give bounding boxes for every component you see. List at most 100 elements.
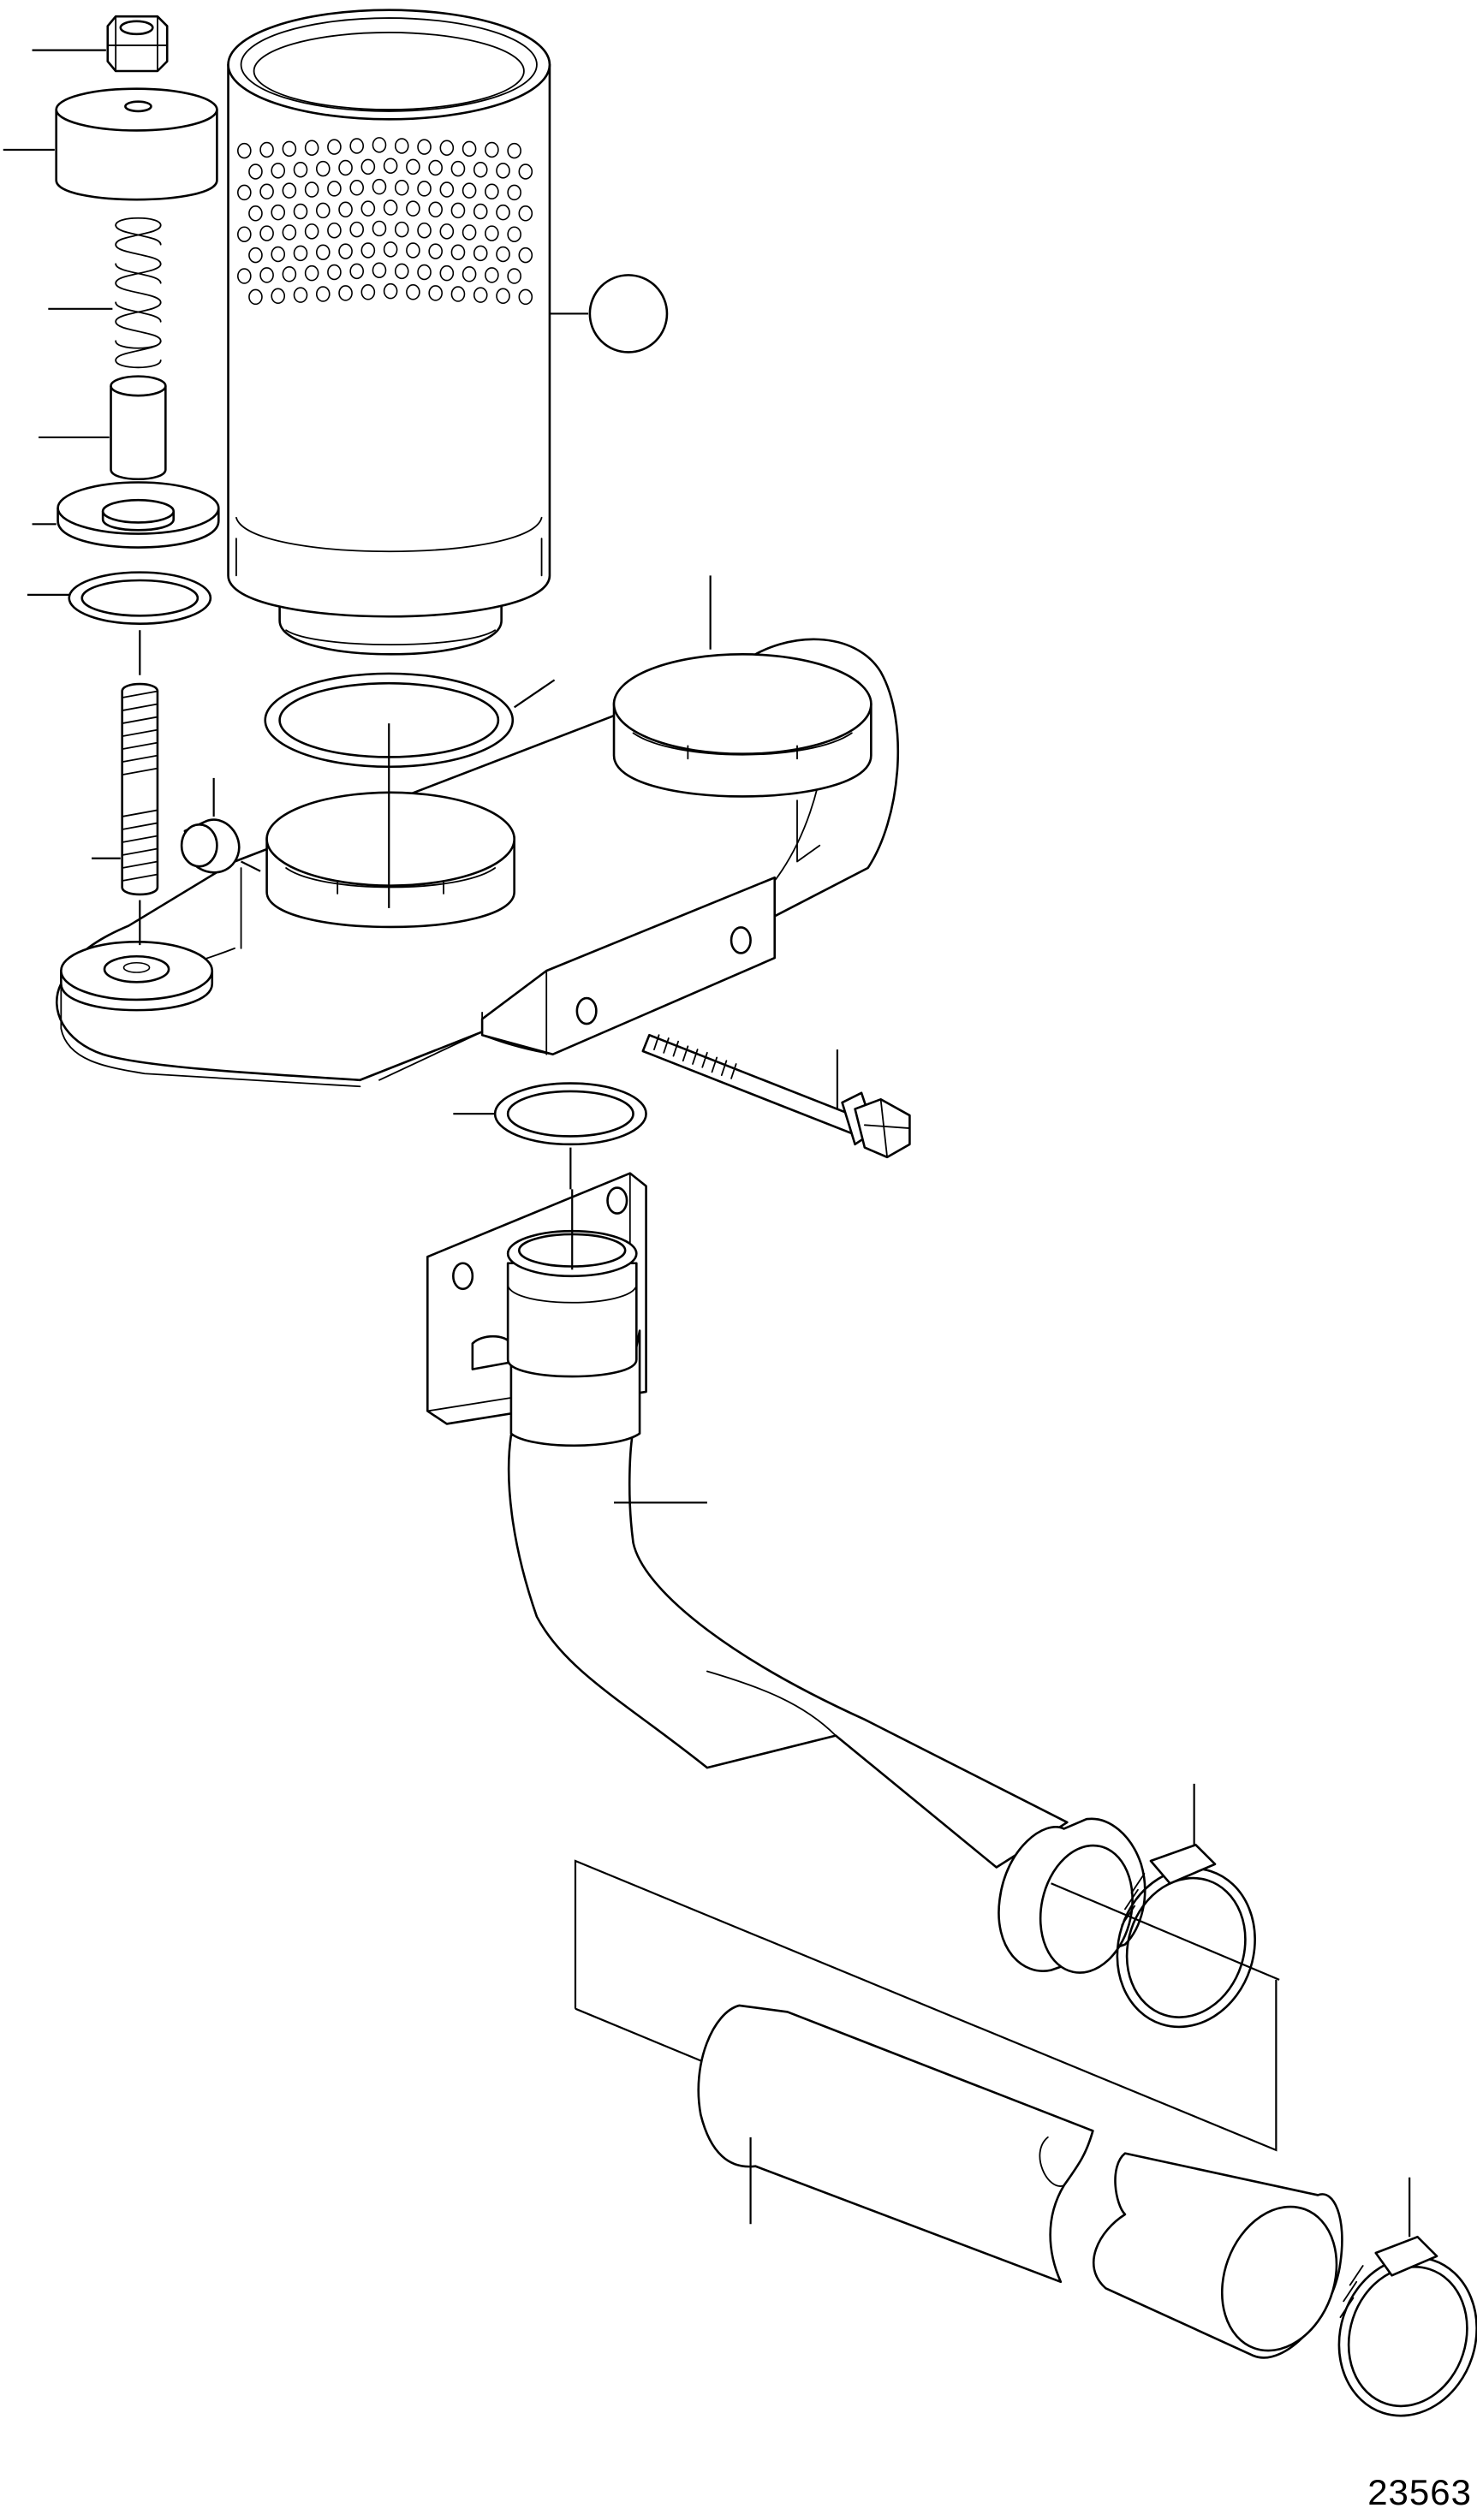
perforation-hole	[361, 285, 374, 300]
perforation-hole	[283, 225, 295, 240]
perforation-hole	[485, 226, 498, 241]
perforation-hole	[350, 139, 363, 153]
perforation-hole	[238, 227, 251, 241]
perforation-hole	[372, 221, 385, 235]
perforation-hole	[485, 143, 498, 158]
perforation-hole	[339, 161, 352, 175]
perforation-hole	[271, 163, 284, 178]
perforation-hole	[271, 288, 284, 303]
perforation-hole	[294, 205, 307, 219]
perforation-hole	[238, 269, 251, 283]
perforation-hole	[238, 144, 251, 158]
lock-nut	[33, 16, 168, 71]
perforation-hole	[451, 203, 464, 217]
lower-hose-clamp	[1319, 2178, 1477, 2434]
perforation-hole	[384, 242, 397, 257]
perforation-hole	[407, 285, 420, 300]
perforation-hole	[350, 264, 363, 278]
outlet-o-ring	[453, 1084, 646, 1190]
perforation-hole	[271, 247, 284, 262]
perforation-hole	[294, 288, 307, 302]
perforation-hole	[384, 158, 397, 173]
mounting-washer	[33, 483, 219, 548]
perforation-hole	[418, 140, 431, 154]
perforation-hole	[463, 183, 476, 198]
perforation-hole	[474, 205, 487, 219]
perforation-hole	[497, 288, 509, 303]
perforation-hole	[317, 162, 330, 176]
perforation-hole	[249, 164, 262, 179]
perforation-hole	[440, 224, 453, 239]
perforation-hole	[519, 206, 532, 221]
perforation-holes	[238, 138, 532, 304]
perforation-hole	[451, 245, 464, 259]
rubber-hose	[699, 2006, 1356, 2367]
perforation-hole	[463, 267, 476, 282]
perforation-hole	[339, 286, 352, 300]
leader-line	[515, 680, 555, 707]
flange-bolt	[643, 1035, 910, 1157]
perforation-hole	[508, 227, 521, 241]
perforation-hole	[249, 206, 262, 221]
perforation-hole	[339, 202, 352, 217]
perforation-hole	[396, 223, 408, 237]
perforation-hole	[396, 181, 408, 195]
perforation-hole	[317, 203, 330, 217]
outlet-pipe	[427, 1174, 1279, 1982]
perforation-hole	[485, 268, 498, 282]
perforation-hole	[317, 245, 330, 259]
perforation-hole	[418, 223, 431, 238]
perforation-hole	[238, 185, 251, 199]
perforation-hole	[372, 180, 385, 194]
perforation-hole	[328, 223, 341, 238]
perforation-hole	[294, 246, 307, 260]
perforation-hole	[294, 163, 307, 177]
perforation-hole	[497, 247, 509, 262]
perforation-hole	[440, 182, 453, 197]
perforation-hole	[328, 265, 341, 280]
perforation-hole	[384, 200, 397, 215]
perforation-hole	[361, 243, 374, 258]
perforation-hole	[418, 181, 431, 196]
small-o-ring	[27, 573, 211, 675]
bracket-housing	[57, 575, 898, 1086]
perforation-hole	[407, 159, 420, 174]
filter-cartridge	[229, 10, 667, 655]
spacer-sleeve	[39, 377, 165, 479]
rubber-bushing	[182, 778, 260, 872]
perforation-hole	[451, 287, 464, 301]
perforation-hole	[519, 289, 532, 304]
perforation-hole	[306, 182, 319, 197]
upper-hose-clamp	[1097, 1784, 1275, 2045]
perforation-hole	[429, 161, 442, 175]
perforation-hole	[508, 269, 521, 283]
large-o-ring	[265, 674, 555, 767]
perforation-hole	[317, 287, 330, 301]
perforation-hole	[429, 202, 442, 217]
perforation-hole	[350, 223, 363, 237]
perforation-hole	[283, 141, 295, 156]
perforation-hole	[418, 265, 431, 280]
perforation-hole	[519, 248, 532, 263]
threaded-stud	[92, 684, 158, 894]
perforation-hole	[440, 266, 453, 281]
perforation-hole	[508, 185, 521, 199]
perforation-hole	[361, 159, 374, 174]
perforation-hole	[283, 183, 295, 198]
figure-number: 23563	[1367, 2472, 1472, 2512]
perforation-hole	[407, 243, 420, 258]
perforation-hole	[372, 263, 385, 277]
perforation-hole	[396, 264, 408, 278]
perforation-hole	[474, 246, 487, 260]
perforation-hole	[463, 141, 476, 156]
perforation-hole	[361, 201, 374, 216]
perforation-hole	[339, 244, 352, 259]
perforation-hole	[350, 181, 363, 195]
hose-group-bracket	[575, 1861, 1276, 2150]
callout-circle	[590, 275, 667, 352]
perforation-hole	[260, 268, 273, 282]
perforation-hole	[260, 143, 273, 158]
perforation-hole	[396, 139, 408, 153]
perforation-hole	[407, 201, 420, 216]
